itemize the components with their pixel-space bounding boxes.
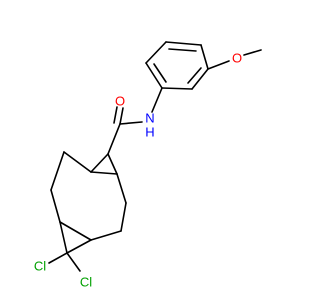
bond-cp2-b (59, 221, 68, 254)
carbonyl-oxygen-label: O (115, 94, 125, 109)
bond-ring-5 (120, 202, 127, 232)
bond-cp2-a (59, 221, 92, 241)
chlorine-label-2: Cl (80, 275, 92, 290)
bond-ring-1 (63, 151, 92, 173)
bond-aryl-1 (200, 44, 209, 70)
amide-nitrogen-label: N (145, 111, 154, 126)
bond-aryl-nitrogen (151, 87, 163, 113)
bond-aryl-double-1 (168, 48, 197, 52)
bond-aryl-double-2 (153, 63, 167, 83)
bond-ring-3 (50, 189, 61, 223)
bond-layer (48, 41, 262, 272)
bond-cp1-c (90, 171, 118, 175)
amide-hydrogen-label: H (145, 125, 154, 140)
bond-ring-6 (90, 230, 122, 241)
bond-cp1-a (90, 153, 109, 173)
bond-nitrogen-carbonyl (119, 121, 143, 125)
bond-cp1-b (107, 153, 118, 175)
bond-aryl-4 (145, 62, 163, 89)
bond-aryl-5 (161, 87, 193, 90)
chlorine-label-1: Cl (34, 259, 46, 274)
bond-carbon-chlorine-1 (48, 252, 68, 264)
bond-ring-2 (50, 151, 65, 191)
ether-oxygen-label: O (232, 51, 242, 66)
bond-aryl-6 (191, 68, 209, 90)
bond-carbonyl-cyclopropane (107, 123, 121, 155)
bond-aryl-2 (165, 41, 202, 46)
bond-aryl-3 (145, 41, 167, 64)
bond-ether-aryl (207, 60, 230, 70)
atom-label-layer: O O N H Cl Cl (34, 51, 242, 290)
bond-cp2-c (66, 239, 92, 254)
bond-carbonyl-double-1 (119, 107, 124, 125)
bond-carbon-chlorine-2 (66, 252, 81, 272)
bond-carbonyl-double-2 (113, 106, 118, 124)
molecule-structure: O O N H Cl Cl (34, 41, 262, 290)
bond-aryl-double-3 (187, 67, 202, 84)
bond-ring-4 (116, 173, 127, 204)
bond-methyl-ether (243, 49, 262, 56)
